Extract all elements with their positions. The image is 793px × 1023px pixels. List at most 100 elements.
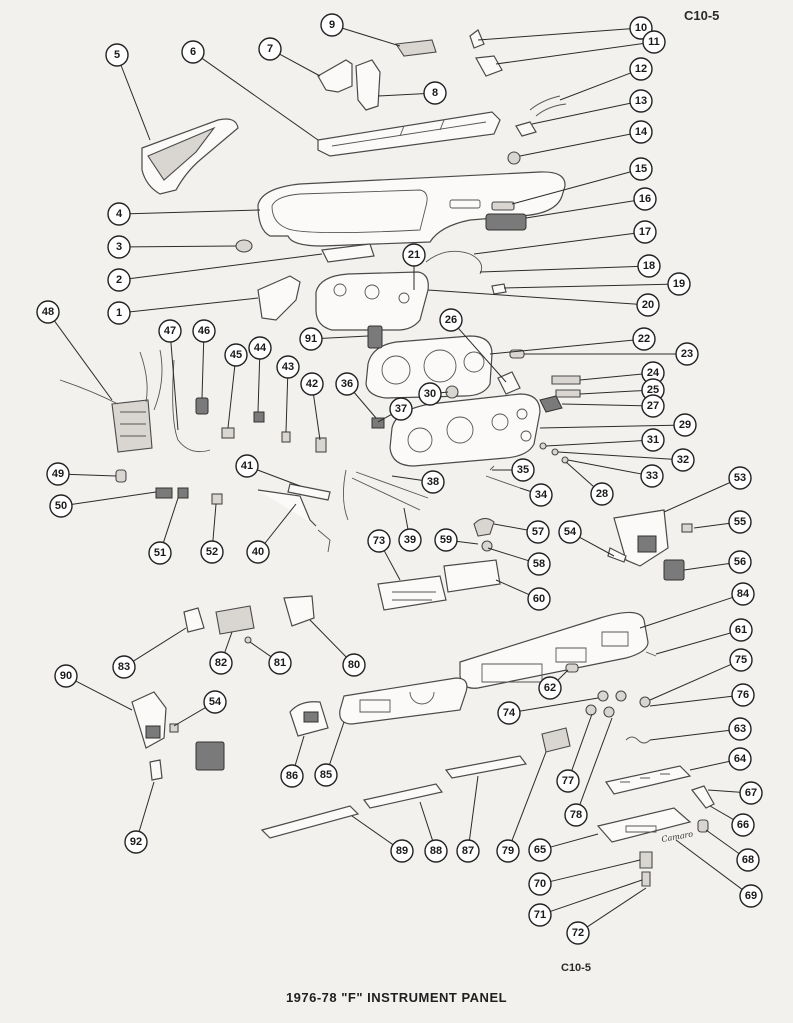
leader-line — [129, 209, 261, 215]
leader-line — [129, 253, 323, 280]
part-heater-control-cable — [59, 349, 163, 411]
leader-line — [383, 550, 401, 581]
callout-45: 45 — [224, 343, 248, 367]
callout-number: 52 — [206, 546, 218, 558]
part-switch-83 — [183, 607, 205, 633]
callout-33: 33 — [640, 464, 664, 488]
leader-line — [294, 735, 305, 766]
callout-number: 11 — [648, 36, 660, 48]
callout-82: 82 — [209, 651, 233, 675]
callout-70: 70 — [528, 872, 552, 896]
part-dash-pad-inner-recess — [271, 189, 428, 234]
leader-line — [170, 341, 179, 431]
callout-number: 17 — [639, 226, 651, 238]
callout-89: 89 — [390, 839, 414, 863]
part-ashtray-79 — [541, 727, 571, 753]
callout-41: 41 — [235, 454, 259, 478]
leader-line — [649, 729, 730, 741]
callout-number: 46 — [198, 325, 210, 337]
callout-number: 71 — [534, 909, 546, 921]
callout-9: 9 — [320, 13, 344, 37]
leader-line — [342, 27, 401, 47]
leader-line — [351, 815, 394, 846]
callout-88: 88 — [424, 839, 448, 863]
callout-48: 48 — [36, 300, 60, 324]
callout-number: 24 — [647, 367, 660, 379]
leader-line — [567, 459, 642, 475]
leader-line — [550, 859, 641, 882]
leader-line — [329, 721, 345, 765]
callout-44: 44 — [248, 336, 272, 360]
callout-number: 88 — [430, 845, 442, 857]
callout-number: 83 — [118, 661, 130, 673]
callout-31: 31 — [641, 428, 665, 452]
leader-line — [539, 424, 675, 429]
callout-58: 58 — [527, 552, 551, 576]
leader-line — [227, 365, 236, 429]
callout-number: 28 — [596, 488, 608, 500]
leader-line — [707, 789, 741, 793]
callout-83: 83 — [112, 655, 136, 679]
leader-line — [559, 72, 631, 101]
part-dash-pad-upper — [257, 171, 566, 247]
callout-number: 70 — [534, 878, 546, 890]
part-bumper-3 — [235, 239, 253, 253]
callout-number: 89 — [396, 845, 408, 857]
leader-line — [479, 265, 639, 273]
callout-43: 43 — [276, 355, 300, 379]
callout-23: 23 — [675, 342, 699, 366]
part-vent-9 — [395, 39, 437, 57]
callout-number: 3 — [116, 241, 122, 253]
leader-line — [705, 829, 740, 855]
leader-line — [249, 641, 272, 658]
part-console-64-detail — [620, 773, 670, 783]
part-switch-87 — [195, 741, 225, 771]
callout-46: 46 — [192, 319, 216, 343]
leader-line — [285, 377, 289, 433]
part-clip-19 — [491, 283, 507, 295]
leader-line — [557, 451, 673, 460]
part-wire-12 — [529, 95, 567, 117]
leader-line — [54, 320, 113, 401]
leader-line — [557, 669, 569, 681]
callout-number: 90 — [60, 670, 72, 682]
callout-54: 54 — [203, 690, 227, 714]
leader-line — [511, 751, 547, 841]
callout-5: 5 — [105, 43, 129, 67]
part-bracket-66-67 — [691, 785, 715, 809]
leader-line — [689, 760, 730, 771]
part-clip-54-left — [149, 759, 163, 781]
leader-line — [257, 469, 301, 487]
callout-53: 53 — [728, 466, 752, 490]
callout-number: 39 — [404, 534, 416, 546]
callout-number: 1 — [116, 307, 122, 319]
part-heater-control-48 — [111, 399, 153, 453]
callout-73: 73 — [367, 529, 391, 553]
callout-22: 22 — [632, 327, 656, 351]
part-clip-52 — [211, 493, 223, 505]
callout-number: 4 — [116, 208, 123, 220]
callout-number: 25 — [647, 384, 659, 396]
callout-35: 35 — [511, 458, 535, 482]
part-cluster-carrier-holes — [333, 283, 410, 304]
leader-line — [224, 631, 233, 653]
callout-54: 54 — [558, 520, 582, 544]
callout-number: 91 — [305, 333, 317, 345]
callout-76: 76 — [731, 683, 755, 707]
callout-number: 84 — [737, 588, 750, 600]
part-switch-15 — [491, 201, 515, 211]
leader-line — [321, 335, 369, 339]
callout-number: 10 — [635, 22, 647, 34]
part-lock-70-72 — [639, 851, 653, 887]
leader-line — [571, 713, 593, 771]
callout-number: 80 — [348, 659, 360, 671]
part-trim-85-openings — [359, 691, 435, 713]
leader-line — [279, 53, 321, 77]
leader-line — [511, 171, 631, 205]
callout-16: 16 — [633, 187, 657, 211]
part-trim-1 — [257, 275, 301, 321]
part-knob-49 — [115, 469, 127, 483]
callout-90: 90 — [54, 664, 78, 688]
callout-number: 66 — [737, 819, 749, 831]
callout-52: 52 — [200, 540, 224, 564]
